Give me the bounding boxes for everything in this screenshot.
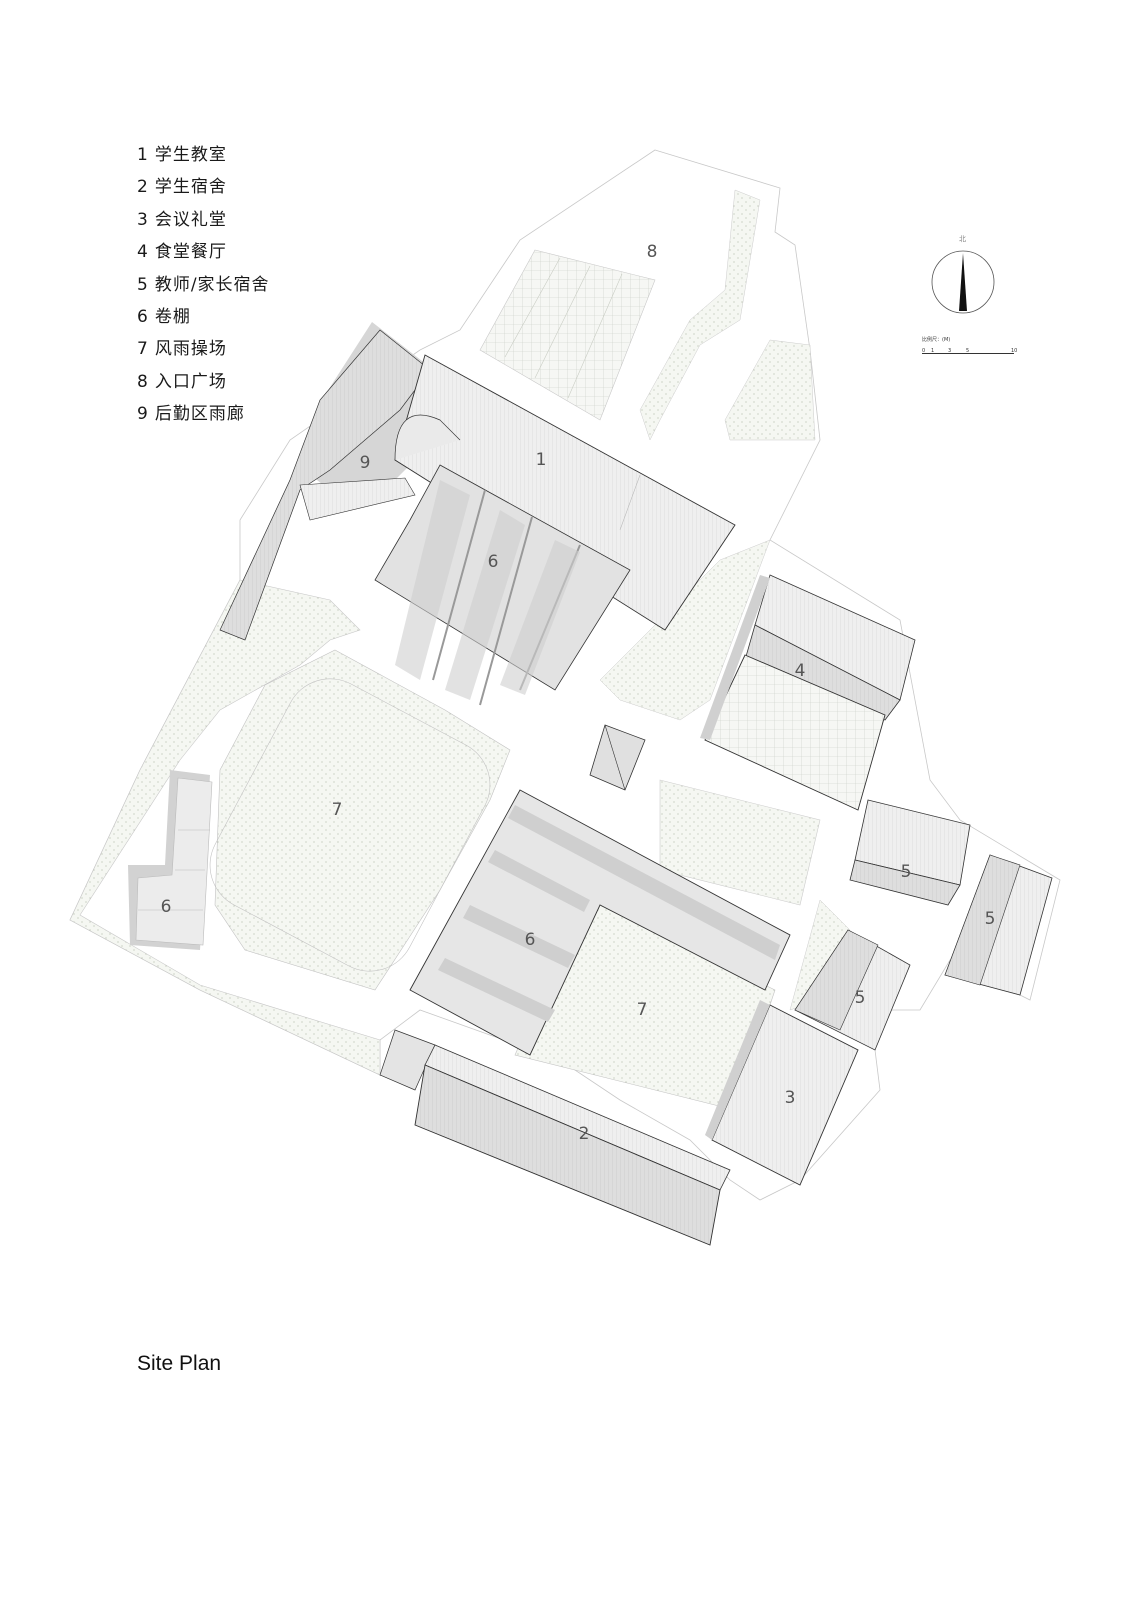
north-arrow: 北	[931, 235, 995, 318]
building-5-dorm-a	[849, 799, 971, 906]
scale-caption: 比例尺：(M)	[922, 337, 951, 343]
building-1-classrooms	[394, 354, 736, 631]
plan-label: 5	[901, 862, 912, 882]
plan-label: 6	[488, 552, 499, 572]
plan-labels: 1 2 3 4 5 5 5 6 6 6 7 7 8 9	[161, 242, 996, 1144]
building-9-corridor	[219, 322, 440, 641]
plan-label: 5	[855, 988, 866, 1008]
plan-label: 5	[985, 909, 996, 929]
plan-label: 3	[785, 1088, 796, 1108]
building-2-student-dorms	[379, 1029, 731, 1246]
building-6-canopy-south	[409, 789, 791, 1056]
plan-label: 6	[525, 930, 536, 950]
plan-label: 9	[360, 453, 371, 473]
plan-label: 4	[795, 661, 806, 681]
plan-label: 6	[161, 897, 172, 917]
plan-label: 7	[332, 800, 343, 820]
building-4-canteen	[700, 574, 916, 811]
building-6-canopy-north	[374, 464, 631, 706]
page-title: Site Plan	[137, 1352, 222, 1375]
scale-bar-line: 0 1 3 5 10	[922, 345, 1017, 354]
plan-label: 7	[637, 1000, 648, 1020]
north-arrow-icon	[931, 250, 995, 314]
plan-label: 8	[647, 242, 658, 262]
building-6-canopy-west	[128, 770, 213, 950]
north-label: 北	[959, 235, 966, 243]
entrance-plaza-paving	[479, 249, 656, 421]
building-5-dorm-c	[794, 929, 911, 1051]
plan-label: 2	[579, 1124, 590, 1144]
scale-bar: 比例尺：(M) 0 1 3 5 10	[922, 336, 1017, 354]
playground-7-west-field	[214, 649, 511, 991]
plan-label: 1	[536, 450, 547, 470]
building-5-dorm-b	[944, 854, 1053, 996]
